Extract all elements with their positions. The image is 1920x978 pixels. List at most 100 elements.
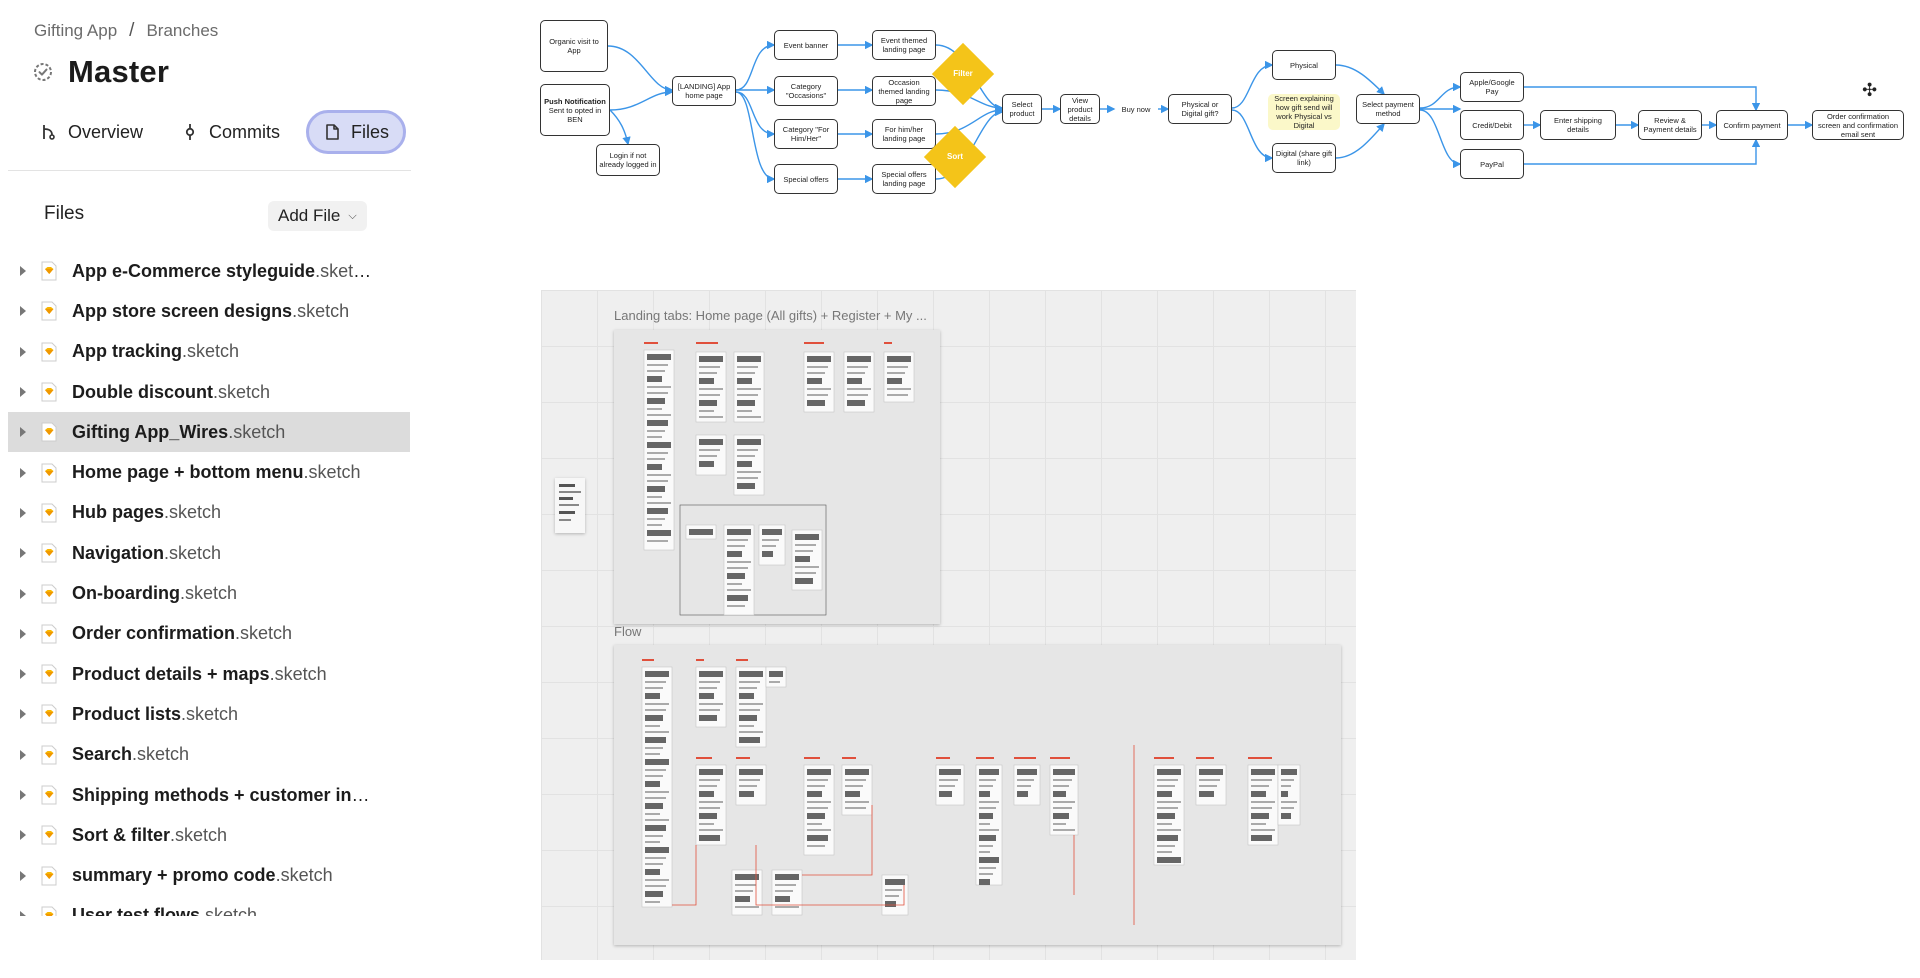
- expand-caret-icon[interactable]: [20, 628, 26, 639]
- file-row[interactable]: Home page + bottom menu.sketch: [8, 452, 410, 492]
- breadcrumb-project-link[interactable]: Gifting App: [34, 21, 118, 40]
- flow-note-explain[interactable]: Screen explaining how gift send will wor…: [1268, 94, 1340, 130]
- file-row[interactable]: Shipping methods + customer info...: [8, 775, 410, 815]
- expand-caret-icon[interactable]: [20, 709, 26, 720]
- wireframe-screen: [841, 764, 873, 816]
- flow-node-order-confirmation[interactable]: Order confirmation screen and confirmati…: [1812, 110, 1904, 140]
- tab-files[interactable]: Files: [306, 110, 407, 154]
- expand-caret-icon[interactable]: [20, 507, 26, 518]
- flow-node-special-offers[interactable]: Special offers: [774, 164, 838, 194]
- file-name: Product details + maps.sketch: [72, 663, 327, 684]
- flow-node-select-product[interactable]: Select product: [1002, 94, 1042, 124]
- sort-label: Sort: [947, 152, 963, 161]
- annotation-mark: [644, 342, 658, 344]
- flow-node-confirm-payment[interactable]: Confirm payment: [1716, 110, 1788, 140]
- file-name: Hub pages.sketch: [72, 502, 222, 523]
- file-row[interactable]: Navigation.sketch: [8, 533, 410, 573]
- wireframe-screen: [695, 666, 727, 728]
- expand-caret-icon[interactable]: [20, 870, 26, 881]
- file-row[interactable]: Hub pages.sketch: [8, 493, 410, 533]
- flow-node-paypal[interactable]: PayPal: [1460, 149, 1524, 179]
- annotation-mark: [1248, 757, 1272, 759]
- expand-caret-icon[interactable]: [20, 910, 26, 916]
- wireframe-screen: [1195, 764, 1227, 806]
- flow-connector: [1231, 109, 1274, 163]
- sketch-file-icon: [41, 422, 57, 442]
- move-cursor-icon: ✣: [1862, 80, 1878, 100]
- sketch-file-icon: [41, 301, 57, 321]
- flow-node-select-payment[interactable]: Select payment method: [1356, 94, 1420, 124]
- flow-node-landing[interactable]: [LANDING] App home page: [672, 76, 736, 106]
- tab-commits[interactable]: Commits: [169, 110, 292, 154]
- artboard-label-landing[interactable]: Landing tabs: Home page (All gifts) + Re…: [614, 308, 927, 323]
- file-name: Gifting App_Wires.sketch: [72, 421, 286, 442]
- add-file-button[interactable]: Add File ⌵: [268, 201, 367, 231]
- design-canvas[interactable]: Organic visit to App Push Notification S…: [420, 0, 1920, 978]
- flow-node-category-him-her[interactable]: Category "For Him/Her": [774, 119, 838, 149]
- flow-node-occasion-landing[interactable]: Occasion themed landing page: [872, 76, 936, 106]
- expand-caret-icon[interactable]: [20, 830, 26, 841]
- flow-node-credit-debit[interactable]: Credit/Debit: [1460, 110, 1524, 140]
- expand-caret-icon[interactable]: [20, 266, 26, 277]
- file-row[interactable]: App store screen designs.sketch: [8, 291, 410, 331]
- file-row[interactable]: App e-Commerce styleguide.sketch: [8, 251, 410, 291]
- flow-node-buy-now[interactable]: Buy now: [1121, 104, 1151, 114]
- flow-node-digital[interactable]: Digital (share gift link): [1272, 143, 1336, 173]
- file-row[interactable]: Sort & filter.sketch: [8, 815, 410, 855]
- expand-caret-icon[interactable]: [20, 669, 26, 680]
- page-title: Master: [68, 54, 170, 89]
- landing-wireframes: [643, 342, 915, 616]
- flow-node-event-banner[interactable]: Event banner: [774, 30, 838, 60]
- artboard-label-flow[interactable]: Flow: [614, 624, 642, 639]
- floating-wireframe[interactable]: [555, 478, 585, 533]
- flow-node-physical-or-digital[interactable]: Physical or Digital gift?: [1168, 94, 1232, 124]
- file-row[interactable]: Search.sketch: [8, 735, 410, 775]
- flow-node-review-payment[interactable]: Review & Payment details: [1638, 110, 1702, 140]
- expand-caret-icon[interactable]: [20, 588, 26, 599]
- artboard-flow[interactable]: [614, 645, 1341, 945]
- flow-node-enter-shipping[interactable]: Enter shipping details: [1540, 110, 1616, 140]
- wireframe-screen: [731, 869, 763, 916]
- file-row[interactable]: On-boarding.sketch: [8, 573, 410, 613]
- file-row[interactable]: Order confirmation.sketch: [8, 614, 410, 654]
- flow-node-organic[interactable]: Organic visit to App: [540, 20, 608, 72]
- flow-node-him-her-landing[interactable]: For him/her landing page: [872, 119, 936, 149]
- expand-caret-icon[interactable]: [20, 548, 26, 559]
- tab-overview[interactable]: Overview: [28, 110, 155, 154]
- file-row[interactable]: summary + promo code.sketch: [8, 855, 410, 895]
- artboard-landing-tabs[interactable]: [614, 330, 940, 624]
- flow-connector: [1419, 109, 1462, 169]
- annotation-mark: [736, 757, 750, 759]
- flow-node-special-landing[interactable]: Special offers landing page: [872, 164, 936, 194]
- file-row[interactable]: Product details + maps.sketch: [8, 654, 410, 694]
- flow-wire: [672, 845, 697, 906]
- breadcrumb-branches-link[interactable]: Branches: [146, 21, 219, 40]
- flow-node-physical[interactable]: Physical: [1272, 50, 1336, 80]
- flow-node-apple-google[interactable]: Apple/Google Pay: [1460, 72, 1524, 102]
- wireframe-screen: [695, 434, 727, 476]
- expand-caret-icon[interactable]: [20, 387, 26, 398]
- sketch-file-icon: [41, 382, 57, 402]
- flow-node-login[interactable]: Login if not already logged in: [596, 144, 660, 176]
- file-row[interactable]: Product lists.sketch: [8, 694, 410, 734]
- expand-caret-icon[interactable]: [20, 306, 26, 317]
- expand-caret-icon[interactable]: [20, 346, 26, 357]
- file-row[interactable]: Gifting App_Wires.sketch: [8, 412, 410, 453]
- annotation-mark: [804, 757, 820, 759]
- branch-settings-icon[interactable]: [32, 61, 54, 83]
- flow-node-category-occasions[interactable]: Category "Occasions": [774, 76, 838, 106]
- file-row[interactable]: Double discount.sketch: [8, 372, 410, 412]
- flow-node-view-details[interactable]: View product details: [1060, 94, 1100, 124]
- wireframe-screen: [735, 764, 767, 806]
- flow-node-event-landing[interactable]: Event themed landing page: [872, 30, 936, 60]
- sketch-file-icon: [41, 866, 57, 886]
- flow-node-push[interactable]: Push Notification Sent to opted in BEN: [540, 84, 610, 136]
- file-name: App e-Commerce styleguide.sketch: [72, 260, 372, 281]
- sketch-file-icon: [41, 745, 57, 765]
- expand-caret-icon[interactable]: [20, 790, 26, 800]
- file-row[interactable]: User test flows.sketch: [8, 896, 410, 916]
- file-row[interactable]: App tracking.sketch: [8, 332, 410, 372]
- expand-caret-icon[interactable]: [20, 749, 26, 760]
- expand-caret-icon[interactable]: [20, 467, 26, 478]
- expand-caret-icon[interactable]: [20, 427, 26, 438]
